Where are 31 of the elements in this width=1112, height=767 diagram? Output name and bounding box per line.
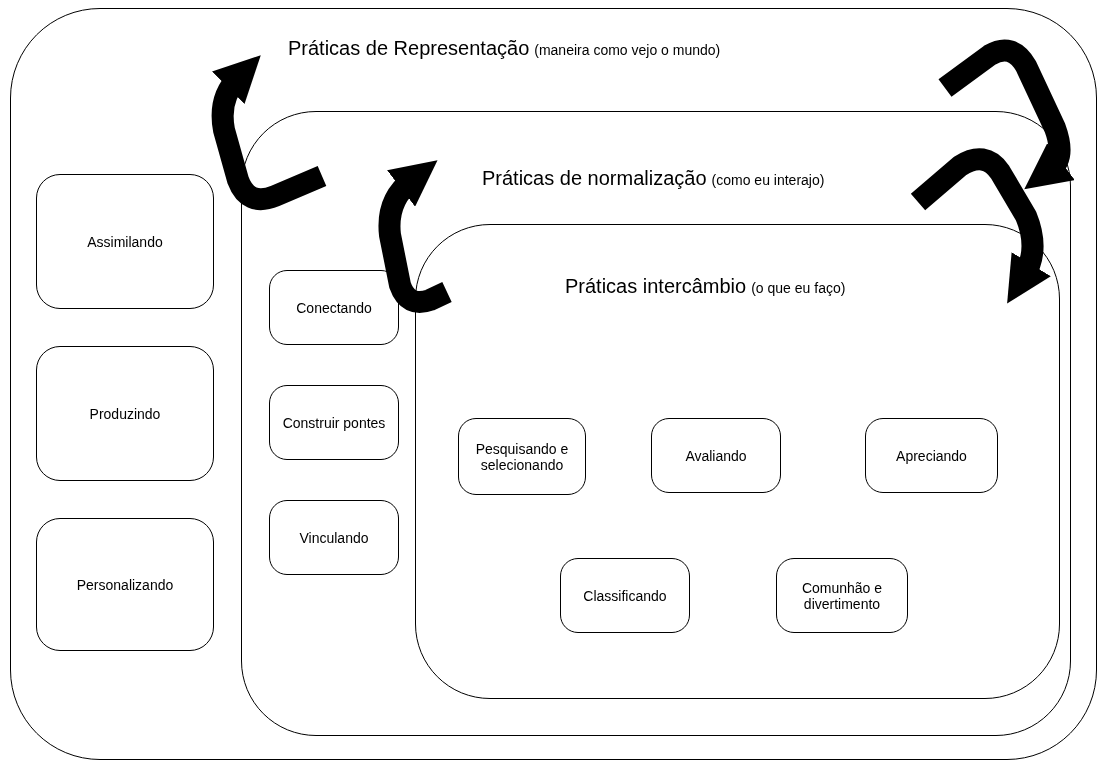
practice-area: [241, 111, 1071, 736]
area-title: Práticas de Representação: [288, 37, 530, 59]
box-label: Produzindo: [89, 405, 161, 422]
box-label: Comunhão e divertimento: [800, 579, 884, 612]
practice-area: [10, 8, 1097, 760]
area-title: Práticas intercâmbio: [565, 275, 747, 297]
box-label: Apreciando: [896, 447, 967, 464]
practice-box: [776, 558, 908, 633]
practice-area: [415, 224, 1060, 699]
area-subtitle: (o que eu faço): [751, 280, 846, 296]
practice-box: [651, 418, 781, 493]
box-label: Classificando: [583, 587, 667, 604]
box-label: Personalizando: [76, 576, 174, 593]
practice-box: [269, 500, 399, 575]
box-label: Vinculando: [299, 529, 369, 546]
practice-box: [458, 418, 586, 495]
area-subtitle: (como eu interajo): [711, 172, 825, 188]
practice-box: [269, 385, 399, 460]
practice-box: [865, 418, 998, 493]
practice-box: [269, 270, 399, 345]
box-label: Assimilando: [87, 233, 163, 250]
practice-box: [560, 558, 690, 633]
box-label: Pesquisando e selecionando: [474, 440, 570, 473]
area-title: Práticas de normalização: [482, 167, 707, 189]
box-label: Construir pontes: [282, 414, 386, 431]
practice-box: [36, 518, 214, 651]
box-label: Conectando: [296, 299, 372, 316]
box-label: Avaliando: [685, 447, 747, 464]
practice-box: [36, 346, 214, 481]
practice-box: [36, 174, 214, 309]
area-subtitle: (maneira como vejo o mundo): [534, 42, 721, 58]
